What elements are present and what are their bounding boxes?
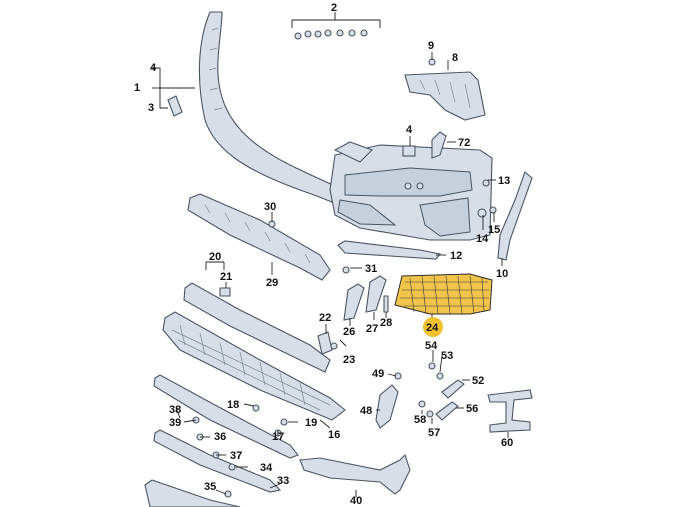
leader-lines [152, 12, 509, 498]
screw-icons [192, 29, 497, 498]
callout-40: 40 [350, 495, 362, 507]
callout-29: 29 [266, 277, 278, 289]
callout-22: 22 [319, 312, 331, 324]
callout-36: 36 [214, 431, 226, 443]
callout-19: 19 [305, 417, 317, 429]
clip-part-4 [402, 145, 416, 157]
bracket-part-27 [365, 275, 387, 313]
callout-labels: 1 2 3 4 8 9 4 72 13 14 15 10 12 30 31 20… [134, 2, 513, 507]
callout-4b: 4 [406, 124, 413, 136]
callout-4: 4 [150, 62, 157, 74]
bracket-part-22 [317, 331, 333, 355]
callout-58: 58 [414, 414, 426, 426]
grille-part-24 [394, 273, 493, 315]
callout-13: 13 [498, 175, 510, 187]
bracket-part-48 [375, 384, 399, 429]
lower-lip-part-36 [153, 429, 282, 493]
callout-10: 10 [496, 268, 508, 280]
callout-18: 18 [227, 399, 239, 411]
callout-49: 49 [372, 368, 384, 380]
callout-39: 39 [169, 417, 181, 429]
callout-54: 54 [425, 340, 438, 352]
callout-27: 27 [366, 323, 378, 335]
callout-2: 2 [331, 2, 337, 14]
callout-30: 30 [264, 201, 276, 213]
callout-34: 34 [260, 462, 273, 474]
callout-17: 17 [272, 431, 284, 443]
mount-part-60 [487, 389, 533, 433]
bracket-part-56 [435, 401, 459, 421]
callout-35: 35 [204, 481, 216, 493]
bracket-part-8 [404, 71, 486, 121]
strip-part-12 [337, 240, 441, 260]
callout-60: 60 [501, 437, 513, 449]
clip-part-21 [219, 287, 231, 297]
callout-52: 52 [472, 375, 484, 387]
callout-14: 14 [476, 233, 489, 245]
callout-1: 1 [134, 82, 140, 94]
lower-lip-part-38 [153, 374, 299, 459]
callout-8: 8 [452, 52, 458, 64]
callout-37: 37 [230, 450, 242, 462]
clip-part-28 [383, 295, 389, 313]
callout-26: 26 [343, 326, 355, 338]
callout-9: 9 [428, 40, 434, 52]
bracket-part-52 [441, 379, 465, 399]
callout-72: 72 [458, 137, 470, 149]
callout-38: 38 [169, 404, 181, 416]
callout-15: 15 [488, 224, 500, 236]
callout-57: 57 [428, 427, 440, 439]
callout-3: 3 [148, 102, 154, 114]
callout-24-highlight [423, 317, 443, 337]
callout-21: 21 [220, 271, 232, 283]
lower-lip-part-33 [144, 479, 241, 507]
reinforcement-part-29 [187, 193, 331, 281]
callout-48: 48 [360, 405, 372, 417]
bumper-cover [198, 11, 493, 241]
callout-28: 28 [380, 317, 392, 329]
callout-23: 23 [343, 354, 355, 366]
trim-part-72 [431, 131, 447, 159]
callout-56: 56 [466, 403, 478, 415]
callout-12: 12 [450, 250, 462, 262]
callout-33: 33 [277, 475, 289, 487]
bar-part-16 [183, 282, 331, 373]
reflector-part-3 [167, 95, 183, 117]
bracket-part-26 [343, 283, 365, 321]
callout-24: 24 [426, 322, 439, 334]
callout-16: 16 [328, 429, 340, 441]
panel-part-40 [299, 453, 411, 495]
callout-20: 20 [209, 251, 221, 263]
lower-grid-part-16 [162, 311, 346, 421]
callout-53: 53 [441, 350, 453, 362]
callout-31: 31 [365, 263, 377, 275]
